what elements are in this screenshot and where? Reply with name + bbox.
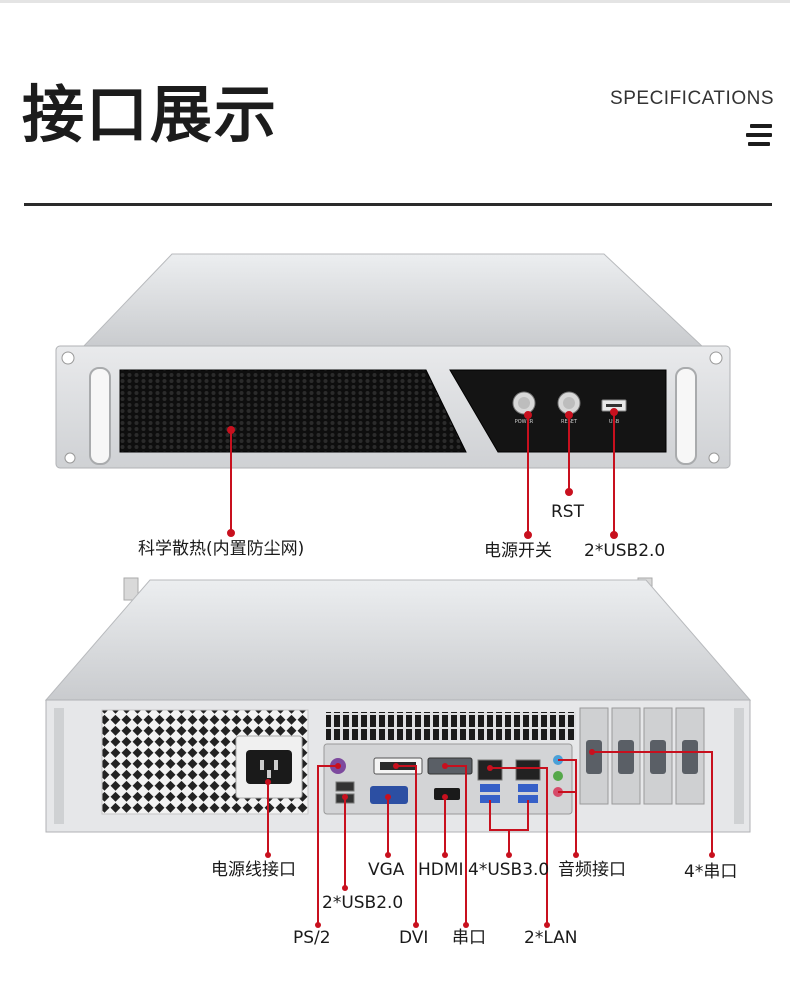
menu-icon[interactable] bbox=[746, 124, 772, 148]
label-dvi: DVI bbox=[399, 928, 429, 948]
rear-chassis bbox=[44, 577, 752, 833]
top-rule bbox=[0, 0, 790, 3]
label-usb2: 2*USB2.0 bbox=[322, 893, 404, 913]
audio-jack-green bbox=[553, 771, 563, 781]
label-power-switch: 电源开关 bbox=[484, 541, 552, 561]
top-vent-slots bbox=[326, 712, 576, 740]
power-text: POWER bbox=[515, 419, 534, 425]
front-control-panel bbox=[449, 369, 667, 453]
expansion-slots bbox=[579, 707, 705, 805]
label-hdmi: HDMI bbox=[418, 860, 464, 880]
dust-filter-grille bbox=[119, 369, 467, 453]
label-lan: 2*LAN bbox=[524, 928, 578, 948]
label-serial4: 4*串口 bbox=[684, 862, 738, 882]
front-callouts bbox=[227, 408, 618, 539]
label-vga: VGA bbox=[368, 860, 405, 880]
left-handle bbox=[89, 367, 111, 465]
power-socket bbox=[246, 750, 292, 784]
label-audio: 音频接口 bbox=[558, 860, 626, 880]
label-power-socket: 电源线接口 bbox=[211, 860, 296, 880]
front-chassis: POWER RESET USB bbox=[55, 253, 731, 469]
label-rst: RST bbox=[551, 502, 584, 522]
label-ps2: PS/2 bbox=[293, 928, 331, 948]
section-divider bbox=[24, 203, 772, 206]
label-front-usb: 2*USB2.0 bbox=[584, 541, 666, 561]
lan-port-2 bbox=[515, 759, 541, 781]
label-cooling: 科学散热(内置防尘网) bbox=[138, 539, 305, 559]
rear-callouts bbox=[267, 751, 713, 925]
hdmi-port bbox=[434, 788, 460, 800]
page-title: 接口展示 bbox=[22, 78, 279, 151]
label-usb3: 4*USB3.0 bbox=[468, 860, 550, 880]
label-serial: 串口 bbox=[452, 928, 486, 948]
specifications-label: SPECIFICATIONS bbox=[610, 88, 774, 109]
right-handle bbox=[675, 367, 697, 465]
